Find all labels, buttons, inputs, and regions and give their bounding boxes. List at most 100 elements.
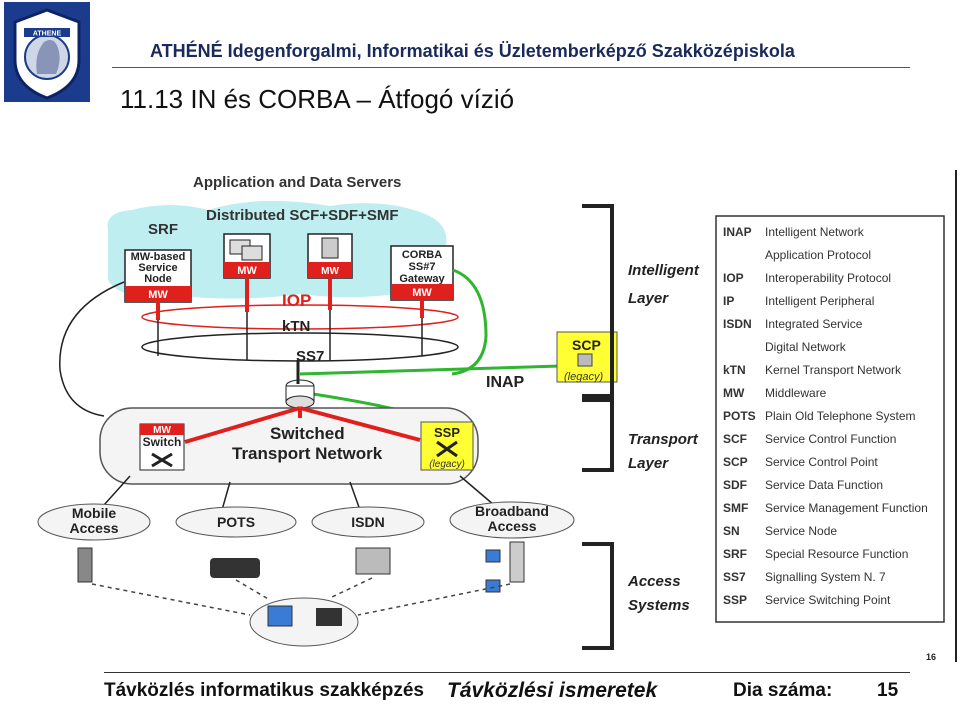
svg-text:Broadband: Broadband [475, 503, 549, 519]
ss7-cylinder [285, 360, 315, 409]
servers-title: Application and Data Servers [193, 174, 401, 191]
svg-text:MW: MW [237, 265, 257, 277]
footer-course: Távközlés informatikus szakképzés [104, 680, 424, 701]
svg-text:MW-based: MW-based [131, 251, 186, 263]
page-title: 11.13 IN és CORBA – Átfogó vízió [120, 84, 515, 114]
glossary-definition: Digital Network [765, 340, 847, 354]
glossary-abbr: MW [723, 386, 745, 400]
isdn-phone-icon [355, 547, 391, 575]
school-name: ATHÉNÉ Idegenforgalmi, Informatikai és Ü… [150, 41, 795, 61]
distributed-label: Distributed SCF+SDF+SMF [206, 207, 399, 224]
in-corba-diagram: Application and Data Servers Distributed… [0, 160, 960, 668]
ssp-node: SSP (legacy) [420, 421, 474, 471]
scp-node: SCP (legacy) [556, 331, 618, 383]
glossary-definition: Service Control Point [765, 455, 878, 469]
user-terminal [249, 597, 359, 647]
svg-text:MW: MW [321, 266, 339, 277]
iop-ring [141, 304, 459, 330]
layer-brackets [582, 204, 614, 650]
glossary-abbr: SN [723, 524, 740, 538]
svg-text:CORBA: CORBA [402, 249, 442, 261]
glossary-definition: Intelligent Peripheral [765, 294, 874, 308]
glossary-definition: Integrated Service [765, 317, 863, 331]
access-systems-label: Access [627, 573, 681, 590]
ktn-links [157, 310, 423, 360]
corba-gateway-node: CORBA SS#7 Gateway MW [390, 245, 454, 301]
glossary-abbr: SCP [723, 455, 748, 469]
glossary-definition: Middleware [765, 386, 827, 400]
glossary-abbr: ISDN [723, 317, 752, 331]
glossary-definition: Application Protocol [765, 248, 871, 262]
telephone-icon [210, 558, 260, 578]
glossary-abbr: SMF [723, 501, 748, 515]
figure-page-number: 16 [926, 652, 936, 662]
svg-text:Switch: Switch [143, 435, 182, 449]
glossary-definition: Kernel Transport Network [765, 363, 902, 377]
svg-text:Service: Service [138, 262, 177, 274]
mw-switch-node: MW Switch [139, 423, 185, 471]
svg-text:MW: MW [412, 287, 432, 299]
glossary-definition: Service Switching Point [765, 593, 891, 607]
svg-text:Layer: Layer [628, 455, 669, 472]
mobile-phone-icon [77, 547, 93, 583]
sdf-server-node: MW [307, 233, 353, 279]
glossary-definition: Interoperability Protocol [765, 271, 891, 285]
access-links [103, 475, 495, 511]
svg-text:Node: Node [144, 273, 172, 285]
glossary-definition: Signalling System N. 7 [765, 570, 886, 584]
glossary-box [715, 215, 945, 623]
glossary-definition: Service Control Function [765, 432, 896, 446]
footer-subject: Távközlési ismeretek [447, 679, 658, 702]
slide-number-label: Dia száma: [733, 680, 833, 701]
ktn-ring [141, 332, 459, 362]
broadband-devices-icon [485, 541, 525, 593]
glossary-definition: Plain Old Telephone System [765, 409, 916, 423]
glossary-definition: Service Node [765, 524, 837, 538]
glossary-abbr: SDF [723, 478, 747, 492]
glossary-abbr: SSP [723, 593, 747, 607]
glossary-abbr: IOP [723, 271, 744, 285]
svg-text:MW: MW [148, 289, 168, 301]
glossary-abbr: SRF [723, 547, 747, 561]
svg-text:SSP: SSP [434, 425, 460, 440]
ss7-label: SS7 [296, 348, 324, 365]
glossary-abbr: kTN [723, 363, 746, 377]
glossary-abbr: SS7 [723, 570, 746, 584]
svg-text:Layer: Layer [628, 290, 669, 307]
logo-text: ATHENE [33, 31, 62, 38]
glossary-definition: Special Resource Function [765, 547, 908, 561]
slide-number: 15 [877, 680, 899, 701]
glossary-abbr: POTS [723, 409, 756, 423]
scf-server-node: MW [223, 233, 271, 279]
svg-text:SS#7: SS#7 [409, 261, 436, 273]
glossary-definition: Intelligent Network [765, 225, 865, 239]
terminal-links [91, 577, 511, 616]
svg-text:Systems: Systems [628, 597, 690, 614]
svg-text:Access: Access [487, 518, 536, 534]
server-cloud [107, 200, 447, 299]
footer-divider [104, 672, 910, 673]
glossary-definition: Service Data Function [765, 478, 883, 492]
ktn-label: kTN [282, 318, 310, 335]
access-node-mobile: Mobile Access [37, 503, 151, 541]
srf-transport-link [59, 281, 125, 417]
access-node-pots: POTS [175, 506, 297, 538]
svg-text:Gateway: Gateway [399, 273, 445, 285]
glossary-definition: Service Management Function [765, 501, 928, 515]
svg-text:SCP: SCP [572, 337, 601, 353]
svg-text:ISDN: ISDN [351, 514, 384, 530]
srf-node: MW-based Service Node MW [124, 249, 192, 303]
svg-text:Access: Access [69, 520, 118, 536]
access-node-isdn: ISDN [311, 506, 425, 538]
svg-text:Mobile: Mobile [72, 505, 117, 521]
glossary-abbr: INAP [723, 225, 752, 239]
iop-label: IOP [282, 291, 311, 310]
transport-network [99, 407, 479, 485]
transport-links [184, 406, 421, 444]
srf-label: SRF [148, 221, 178, 238]
inap-label: INAP [486, 374, 525, 391]
transport-network-label: Switched [270, 424, 345, 443]
svg-text:Transport Network: Transport Network [232, 444, 383, 463]
glossary-abbr: SCF [723, 432, 747, 446]
svg-text:(legacy): (legacy) [564, 371, 603, 383]
